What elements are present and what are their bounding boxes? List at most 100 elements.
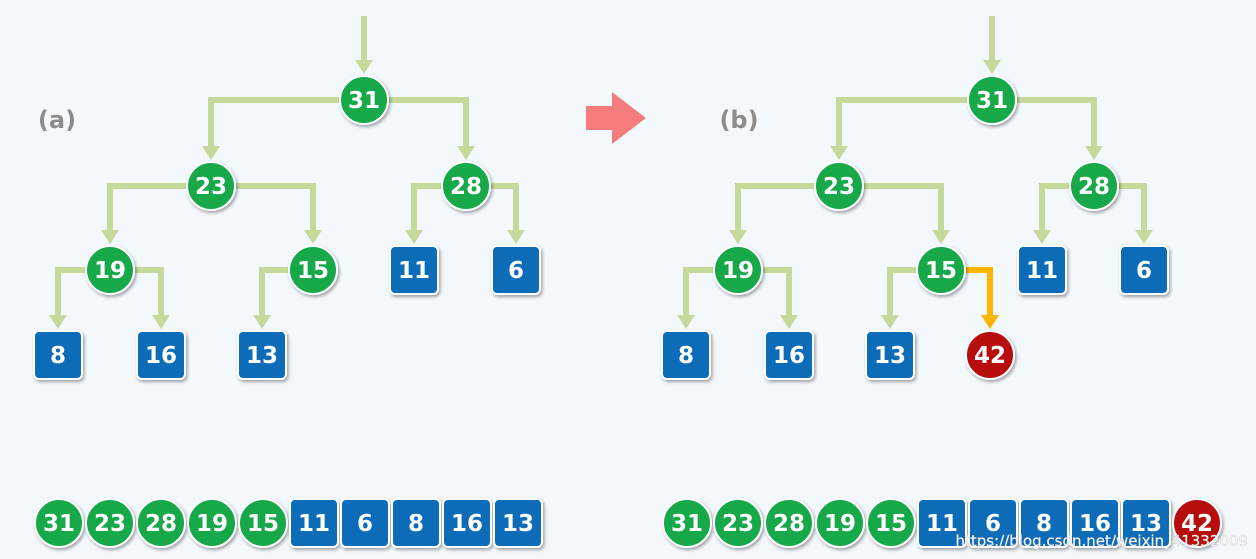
node-value: 16 (773, 343, 805, 369)
edge-arrowhead-icon (881, 315, 899, 329)
node-value: 23 (195, 174, 227, 200)
tree-node-15: 15 (288, 245, 338, 295)
edge-arrowhead-icon (101, 230, 119, 244)
panel-label: (b) (719, 106, 758, 134)
tree-node-28: 28 (441, 161, 491, 211)
edge-arrowhead-icon (49, 315, 67, 329)
edge-arrowhead-icon (507, 230, 525, 244)
tree-node-8: 8 (33, 330, 83, 380)
node-value: 31 (43, 511, 75, 537)
node-value: 19 (824, 511, 856, 537)
node-value: 13 (1130, 511, 1162, 537)
node-value: 23 (94, 511, 126, 537)
node-value: 23 (722, 511, 754, 537)
edge-arrowhead-icon (152, 315, 170, 329)
array-cell-31: 31 (34, 498, 84, 548)
array-cell-11: 11 (289, 498, 339, 548)
node-value: 42 (974, 343, 1006, 369)
edge-arrowhead-icon (780, 315, 798, 329)
array-cell-8: 8 (391, 498, 441, 548)
tree-edge (364, 97, 469, 148)
edge-arrowhead-icon (677, 315, 695, 329)
node-value: 19 (94, 258, 126, 284)
node-value: 11 (926, 511, 958, 537)
edge-arrowhead-icon (932, 230, 950, 244)
node-value: 31 (348, 88, 380, 114)
array-cell-23: 23 (713, 498, 763, 548)
node-value: 13 (874, 343, 906, 369)
node-value: 6 (508, 258, 524, 284)
node-value: 16 (1079, 511, 1111, 537)
node-value: 11 (1026, 258, 1058, 284)
node-value: 15 (925, 258, 957, 284)
tree-node-23: 23 (186, 161, 236, 211)
tree-node-8: 8 (661, 330, 711, 380)
node-value: 28 (450, 174, 482, 200)
array-cell-6: 6 (968, 498, 1018, 548)
tree-node-23: 23 (814, 161, 864, 211)
node-value: 42 (1181, 511, 1213, 537)
node-value: 16 (145, 343, 177, 369)
root-entry-arrowhead-icon (355, 60, 373, 74)
tree-node-16: 16 (136, 330, 186, 380)
node-value: 28 (145, 511, 177, 537)
edge-arrowhead-icon (1085, 146, 1103, 160)
transition-arrow-icon (586, 92, 646, 144)
tree-node-11: 11 (1017, 245, 1067, 295)
node-value: 15 (247, 511, 279, 537)
edge-arrowhead-icon (981, 315, 999, 329)
edge-arrowhead-icon (729, 230, 747, 244)
node-value: 8 (408, 511, 424, 537)
array-cell-11: 11 (917, 498, 967, 548)
tree-node-16: 16 (764, 330, 814, 380)
edge-arrowhead-icon (457, 146, 475, 160)
edge-arrowhead-icon (253, 315, 271, 329)
array-cell-19: 19 (815, 498, 865, 548)
tree-node-28: 28 (1069, 161, 1119, 211)
tree-node-11: 11 (389, 245, 439, 295)
array-cell-13: 13 (493, 498, 543, 548)
node-value: 8 (678, 343, 694, 369)
tree-node-13: 13 (865, 330, 915, 380)
array-cell-31: 31 (662, 498, 712, 548)
tree-node-6: 6 (1119, 245, 1169, 295)
array-cell-8: 8 (1019, 498, 1069, 548)
edge-arrowhead-icon (405, 230, 423, 244)
edge-arrowhead-icon (1033, 230, 1051, 244)
node-value: 28 (1078, 174, 1110, 200)
tree-node-42: 42 (965, 330, 1015, 380)
array-cell-15: 15 (238, 498, 288, 548)
tree-edge (208, 97, 364, 148)
array-cell-13: 13 (1121, 498, 1171, 548)
node-value: 11 (298, 511, 330, 537)
node-value: 6 (357, 511, 373, 537)
node-value: 23 (823, 174, 855, 200)
node-value: 19 (196, 511, 228, 537)
tree-edge (992, 97, 1097, 148)
node-value: 15 (297, 258, 329, 284)
node-value: 16 (451, 511, 483, 537)
tree-node-19: 19 (713, 245, 763, 295)
array-cell-23: 23 (85, 498, 135, 548)
node-value: 11 (398, 258, 430, 284)
node-value: 13 (246, 343, 278, 369)
tree-edge (839, 183, 944, 232)
node-value: 28 (773, 511, 805, 537)
edge-arrowhead-icon (830, 146, 848, 160)
node-value: 15 (875, 511, 907, 537)
tree-edge (107, 183, 211, 232)
watermark: https://blog.csdn.net/weixin_41332009 (955, 532, 1248, 551)
tree-edge (735, 183, 839, 232)
array-cell-28: 28 (764, 498, 814, 548)
node-value: 6 (1136, 258, 1152, 284)
array-cell-15: 15 (866, 498, 916, 548)
tree-node-31: 31 (967, 75, 1017, 125)
tree-node-19: 19 (85, 245, 135, 295)
node-value: 8 (50, 343, 66, 369)
array-cell-16: 16 (1070, 498, 1120, 548)
node-value: 13 (502, 511, 534, 537)
tree-node-15: 15 (916, 245, 966, 295)
tree-node-13: 13 (237, 330, 287, 380)
array-cell-28: 28 (136, 498, 186, 548)
tree-edge (836, 97, 992, 148)
